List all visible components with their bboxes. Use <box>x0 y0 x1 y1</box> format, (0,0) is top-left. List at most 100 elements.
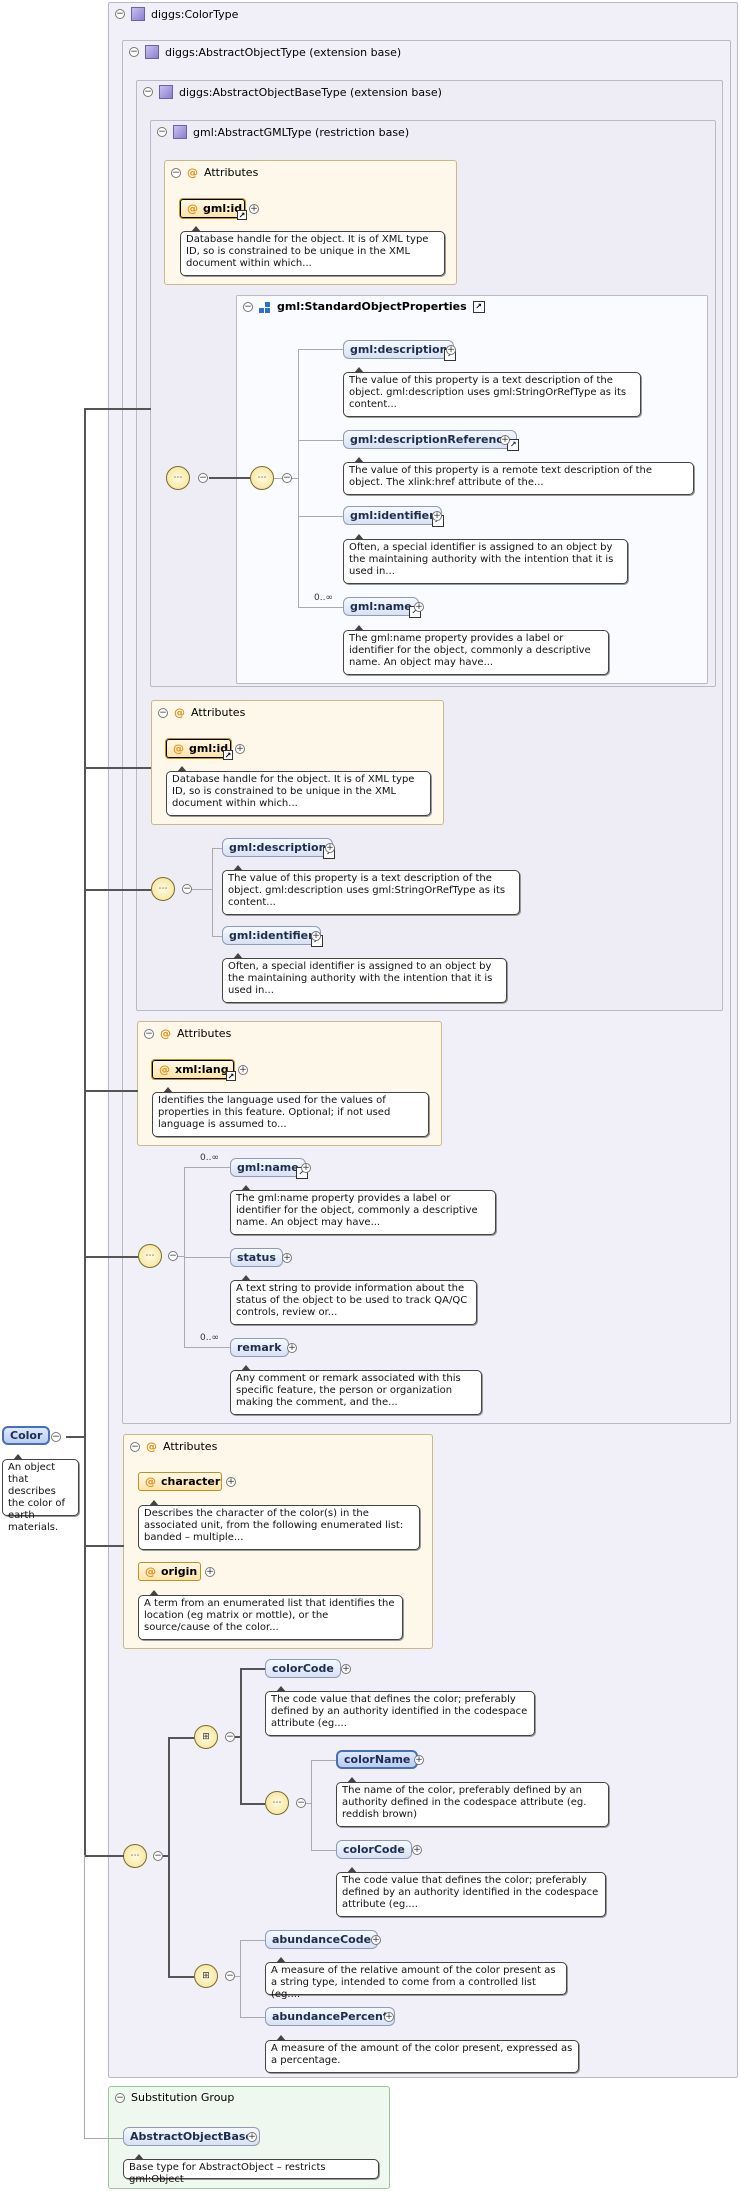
abundancepercent-desc: A measure of the amount of the color pre… <box>265 2035 579 2073</box>
collapse-button[interactable] <box>129 47 139 57</box>
origin-description: A term from an enumerated list that iden… <box>138 1590 403 1640</box>
collapse-button[interactable] <box>51 1432 61 1442</box>
collapse-button[interactable] <box>225 1732 235 1742</box>
expand-button[interactable] <box>287 1343 297 1353</box>
expand-button[interactable] <box>325 843 335 853</box>
collapse-button[interactable] <box>168 1251 178 1261</box>
gml-identifier-desc: Often, a special identifier is assigned … <box>343 534 628 584</box>
sequence-compositor[interactable]: ⋯ <box>250 466 274 490</box>
expand-button[interactable] <box>371 1935 381 1945</box>
sequence-compositor[interactable]: ⋯ <box>166 466 190 490</box>
sequence-compositor[interactable]: ⋯ <box>138 1244 162 1268</box>
expand-button[interactable] <box>412 1845 422 1855</box>
element-gml-description-2[interactable]: gml:description↗ <box>222 838 336 859</box>
attribute-icon: @ <box>145 1565 156 1578</box>
abundancecode-desc: A measure of the relative amount of the … <box>265 1957 567 2000</box>
gml-id-description: Database handle for the object. It is of… <box>180 226 445 276</box>
element-color[interactable]: Color <box>2 1426 51 1445</box>
collapse-button[interactable] <box>115 9 125 19</box>
sequence-compositor[interactable]: ⋯ <box>123 1844 147 1868</box>
collapse-button[interactable] <box>153 1851 163 1861</box>
expand-button[interactable] <box>414 1755 424 1765</box>
gml-description-desc: The value of this property is a text des… <box>343 367 641 417</box>
expand-button[interactable] <box>500 435 510 445</box>
collapse-button[interactable] <box>225 1971 235 1981</box>
element-remark[interactable]: remark <box>230 1338 289 1357</box>
collapse-button[interactable] <box>296 1798 306 1808</box>
expand-button[interactable] <box>341 1664 351 1674</box>
attributes-label: Attributes <box>177 1027 232 1040</box>
element-gml-description-reference[interactable]: gml:descriptionReference↗ <box>343 430 520 451</box>
complex-type-icon <box>173 125 187 139</box>
gml-description-desc-2: The value of this property is a text des… <box>222 865 520 915</box>
expand-button[interactable] <box>247 2132 257 2142</box>
expand-button[interactable] <box>235 744 245 754</box>
reference-icon: ↗ <box>237 210 247 220</box>
expand-button[interactable] <box>301 1163 311 1173</box>
cardinality-label: 0..∞ <box>200 1153 219 1163</box>
expand-button[interactable] <box>226 1477 236 1487</box>
attribute-character[interactable]: @character <box>138 1472 222 1491</box>
collapse-button[interactable] <box>182 884 192 894</box>
sequence-compositor[interactable]: ⋯ <box>151 877 175 901</box>
expand-button[interactable] <box>384 2012 394 2022</box>
complex-type-icon <box>159 85 173 99</box>
attribute-icon: @ <box>159 1063 170 1076</box>
collapse-button[interactable] <box>171 167 181 178</box>
element-gml-name[interactable]: gml:name↗ <box>343 597 421 618</box>
element-status[interactable]: status <box>230 1248 283 1267</box>
reference-icon: ↗ <box>223 750 233 760</box>
element-abundancepercent[interactable]: abundancePercent <box>265 2007 396 2026</box>
element-gml-identifier-2[interactable]: gml:identifier↗ <box>222 926 323 947</box>
attribute-icon: @ <box>160 1027 171 1040</box>
collapse-button[interactable] <box>115 2092 125 2103</box>
reference-icon: ↗ <box>226 1071 236 1081</box>
reference-icon: ↗ <box>472 300 485 313</box>
collapse-button[interactable] <box>157 127 167 137</box>
region-title: diggs:AbstractObjectType (extension base… <box>165 45 402 59</box>
expand-button[interactable] <box>238 1065 248 1075</box>
collapse-button[interactable] <box>158 707 168 718</box>
choice-compositor[interactable]: ⊞ <box>194 1964 218 1988</box>
element-gml-description[interactable]: gml:description↗ <box>343 340 457 361</box>
region-title: gml:AbstractGMLType (restriction base) <box>193 125 410 139</box>
collapse-button[interactable] <box>144 1028 154 1039</box>
collapse-button[interactable] <box>243 301 253 312</box>
expand-button[interactable] <box>249 204 259 214</box>
sequence-compositor[interactable]: ⋯ <box>265 1791 289 1815</box>
expand-button[interactable] <box>432 511 442 521</box>
expand-button[interactable] <box>311 931 321 941</box>
colorcode-desc: The code value that defines the color; p… <box>265 1686 535 1736</box>
collapse-button[interactable] <box>130 1441 140 1452</box>
element-colorcode[interactable]: colorCode <box>265 1659 341 1678</box>
collapse-button[interactable] <box>143 87 153 97</box>
expand-button[interactable] <box>446 345 456 355</box>
attributes-label: Attributes <box>191 706 246 719</box>
attribute-xml-lang[interactable]: @ xml:lang ↗ <box>151 1059 236 1081</box>
element-abstract-object-base[interactable]: AbstractObjectBase <box>123 2127 260 2146</box>
element-colorname[interactable]: colorName <box>336 1750 419 1769</box>
expand-button[interactable] <box>414 602 424 612</box>
gml-description-reference-desc: The value of this property is a remote t… <box>343 457 694 495</box>
expand-button[interactable] <box>282 1253 292 1263</box>
attribute-gml-id[interactable]: @gml:id ↗ <box>179 198 247 220</box>
element-colorcode-2[interactable]: colorCode <box>336 1840 412 1859</box>
gml-name-desc-2: The gml:name property provides a label o… <box>230 1185 496 1235</box>
gml-identifier-desc-2: Often, a special identifier is assigned … <box>222 953 507 1003</box>
character-description: Describes the character of the color(s) … <box>138 1500 420 1550</box>
element-gml-name-2[interactable]: gml:name↗ <box>230 1158 308 1179</box>
attribute-label: xml:lang <box>175 1063 229 1076</box>
attribute-origin[interactable]: @origin <box>138 1562 201 1581</box>
expand-button[interactable] <box>205 1567 215 1577</box>
collapse-button[interactable] <box>282 473 292 483</box>
collapse-button[interactable] <box>198 473 208 483</box>
attribute-icon: @ <box>187 166 198 179</box>
attribute-gml-id-2[interactable]: @gml:id ↗ <box>165 738 233 760</box>
element-abundancecode[interactable]: abundanceCode <box>265 1930 379 1949</box>
choice-compositor[interactable]: ⊞ <box>194 1725 218 1749</box>
remark-desc: Any comment or remark associated with th… <box>230 1365 482 1415</box>
attribute-icon: @ <box>174 706 185 719</box>
region-title: diggs:ColorType <box>151 7 239 21</box>
reference-icon: ↗ <box>507 439 520 451</box>
element-gml-identifier[interactable]: gml:identifier↗ <box>343 506 444 527</box>
